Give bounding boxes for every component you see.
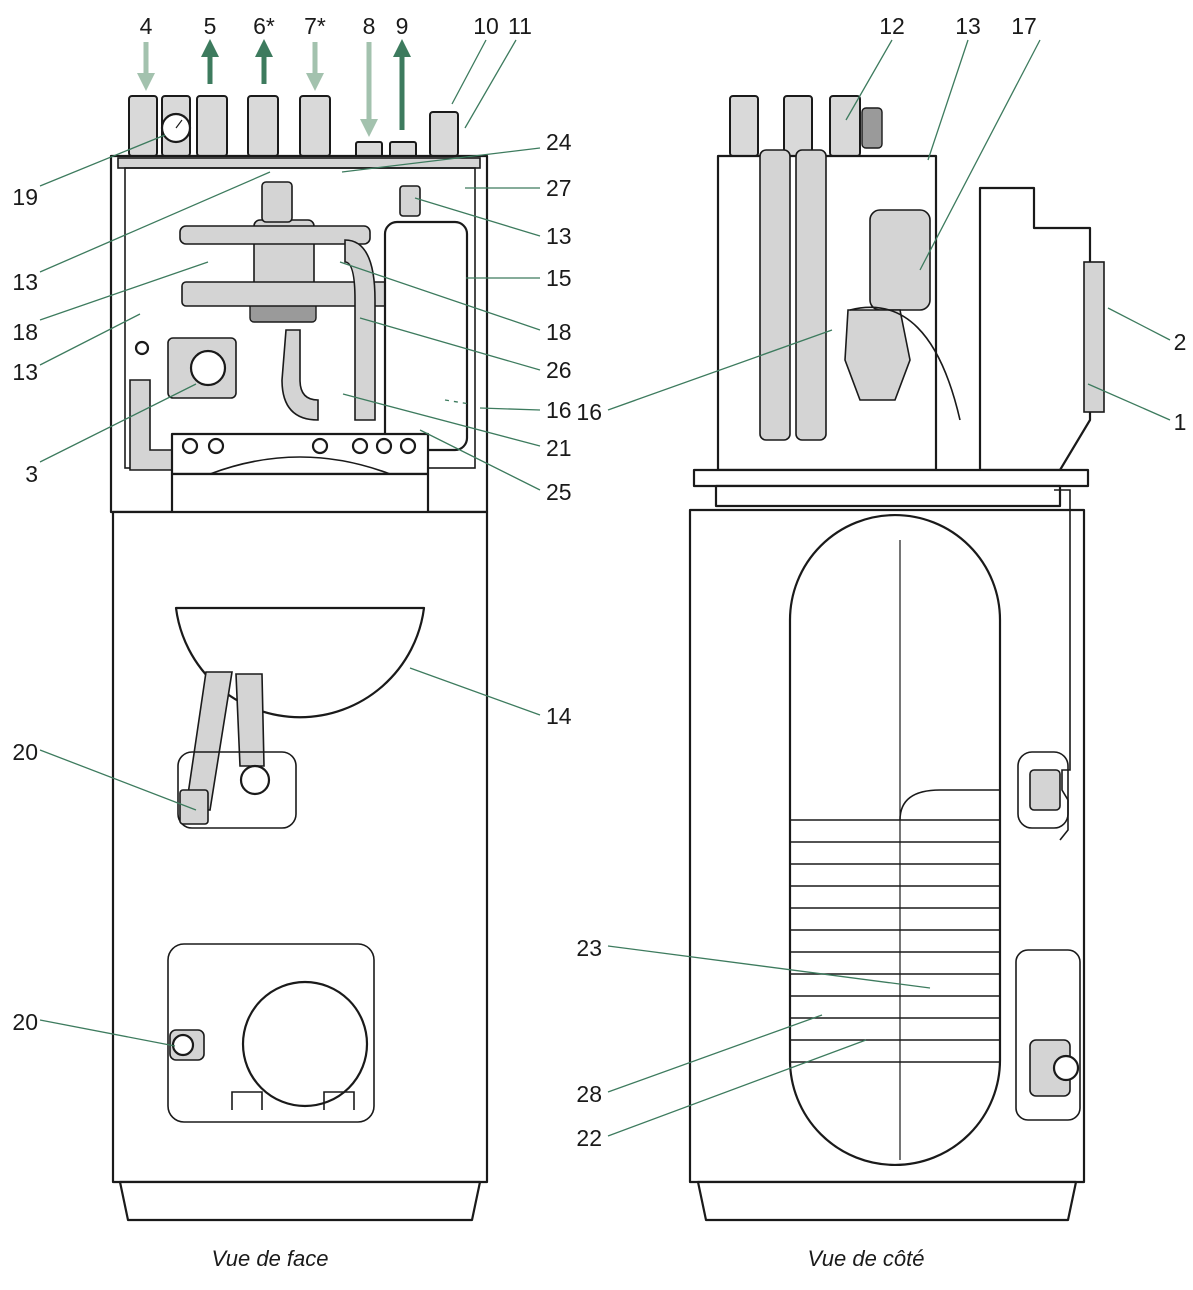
label-15: 15 xyxy=(546,265,572,291)
leader-lines xyxy=(39,39,1171,1137)
label-4: 4 xyxy=(140,13,153,39)
label-1: 1 xyxy=(1174,409,1187,435)
label-11: 11 xyxy=(508,13,532,39)
side-control-box xyxy=(978,186,1092,472)
label-22: 22 xyxy=(576,1125,602,1151)
label-3: 3 xyxy=(25,461,38,487)
label-2: 2 xyxy=(1174,329,1187,355)
label-13-c: 13 xyxy=(546,223,572,249)
number-labels: 4 5 6* 7* 8 9 10 11 19 13 18 13 3 20 20 … xyxy=(12,13,1186,1151)
label-13-a: 13 xyxy=(12,269,38,295)
label-17: 17 xyxy=(1011,13,1037,39)
front-top-connections xyxy=(128,95,459,159)
label-13-d: 13 xyxy=(955,13,981,39)
label-8: 8 xyxy=(363,13,376,39)
label-28: 28 xyxy=(576,1081,602,1107)
front-access-panel xyxy=(167,943,375,1123)
label-16-b: 16 xyxy=(576,399,602,425)
label-9: 9 xyxy=(396,13,409,39)
label-26: 26 xyxy=(546,357,572,383)
label-25: 25 xyxy=(546,479,572,505)
side-upper-body xyxy=(716,154,938,472)
label-10: 10 xyxy=(473,13,499,39)
label-13-b: 13 xyxy=(12,359,38,385)
label-16-a: 16 xyxy=(546,397,572,423)
label-12: 12 xyxy=(879,13,905,39)
front-view xyxy=(109,95,489,1222)
label-21: 21 xyxy=(546,435,572,461)
label-6: 6* xyxy=(253,13,275,39)
label-5: 5 xyxy=(204,13,217,39)
side-heating-coil xyxy=(790,789,1000,1063)
label-7: 7* xyxy=(304,13,326,39)
label-14: 14 xyxy=(546,703,572,729)
label-20-b: 20 xyxy=(12,1009,38,1035)
flow-arrows xyxy=(137,39,411,137)
side-inner-tank xyxy=(788,513,1002,1167)
label-18-a: 18 xyxy=(12,319,38,345)
label-18-b: 18 xyxy=(546,319,572,345)
caption-front-view: Vue de face xyxy=(211,1246,328,1271)
label-24: 24 xyxy=(546,129,572,155)
label-20-a: 20 xyxy=(12,739,38,765)
front-hydraulic-module xyxy=(129,181,469,471)
label-19: 19 xyxy=(12,184,38,210)
label-23: 23 xyxy=(576,935,602,961)
caption-side-view: Vue de côté xyxy=(807,1246,924,1271)
side-view xyxy=(688,95,1105,1222)
label-27: 27 xyxy=(546,175,572,201)
